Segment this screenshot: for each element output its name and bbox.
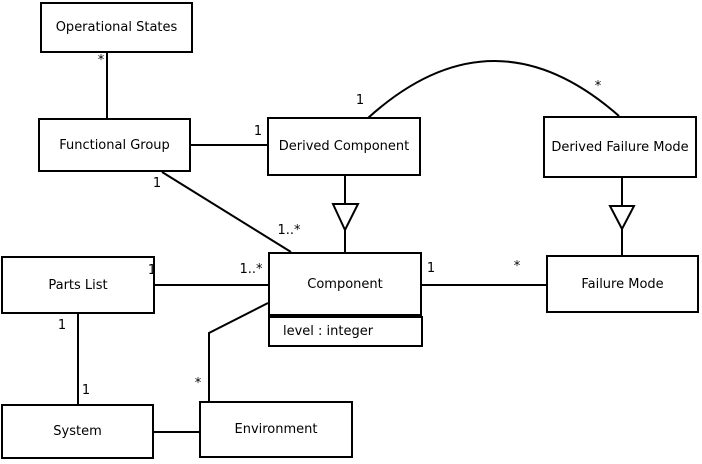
multiplicity-derived-component-left: 1 [253,124,263,139]
class-failure-mode: Failure Mode [546,255,699,313]
class-name-label: Component [307,276,383,292]
class-name-label: Derived Failure Mode [551,139,689,155]
multiplicity-system-top: 1 [81,383,91,398]
multiplicity-curve-derived-component: 1 [355,93,365,108]
class-operational-states: Operational States [40,2,193,53]
attribute-label: level : integer [283,324,374,339]
class-derived-component: Derived Component [267,117,421,176]
class-derived-failure-mode: Derived Failure Mode [543,116,697,178]
class-system: System [1,404,154,459]
class-name-label: System [53,424,102,439]
edge-component-environment [208,302,269,401]
class-name-label: Functional Group [59,137,170,153]
multiplicity-functional-group-diagonal: 1 [152,176,162,191]
multiplicity-environment-top: * [194,376,202,391]
multiplicity-parts-list-right: 1 [147,263,157,278]
multiplicity-parts-list-bottom: 1 [57,318,67,333]
edge-functional-group-component [161,171,292,253]
class-functional-group: Functional Group [38,118,191,172]
multiplicity-failure-mode-left: * [513,259,521,274]
class-name-label: Parts List [48,277,108,293]
generalization-triangle-icon [608,205,636,232]
class-component: Component [268,252,422,316]
class-name-label: Derived Component [278,139,410,154]
edge-generalization-derived-failure-mode-failure-mode [608,178,636,255]
class-parts-list: Parts List [1,256,155,314]
class-name-label: Environment [234,422,318,437]
generalization-triangle-icon [331,203,360,233]
class-environment: Environment [199,401,353,458]
multiplicity-component-left: 1..* [239,262,263,277]
multiplicity-component-right: 1 [426,261,436,276]
edge-derived-component-derived-failure-mode-curve [367,60,620,119]
multiplicity-curve-derived-failure-mode: * [594,79,602,94]
class-name-label: Failure Mode [581,276,664,292]
class-component-attributes: level : integer [268,316,423,347]
multiplicity-operational-states: * [97,53,105,68]
class-name-label: Operational States [55,20,178,35]
edge-generalization-derived-component-component [331,176,360,252]
multiplicity-component-diagonal: 1..* [277,223,301,238]
